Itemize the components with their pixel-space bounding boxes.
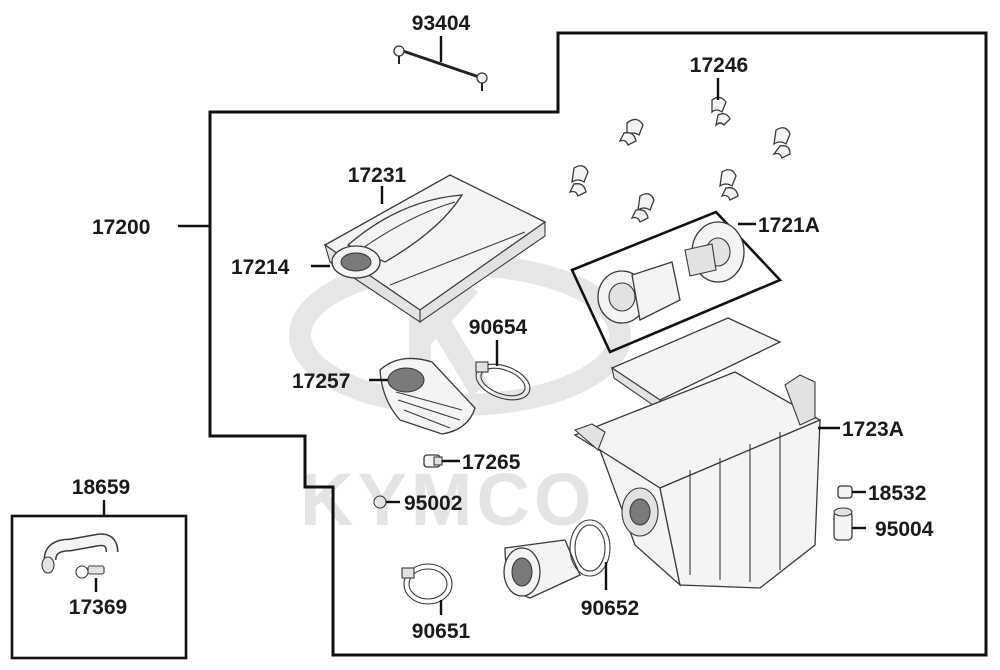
- label-93404: 93404: [412, 12, 471, 35]
- label-17257: 17257: [292, 370, 350, 393]
- part-1723A-airbox-housing: [573, 317, 822, 589]
- part-17257-intake-boot: [379, 357, 476, 435]
- label-18532: 18532: [868, 482, 926, 505]
- part-95004-plug-cap: [833, 507, 853, 541]
- breather-hose-inset-box: [10, 514, 188, 660]
- label-1721A: 1721A: [758, 214, 820, 237]
- label-95002: 95002: [404, 492, 462, 515]
- label-90652: 90652: [581, 597, 639, 620]
- part-18659-breather-hose: [41, 533, 119, 574]
- assembly-boundary: [208, 31, 988, 657]
- part-17231-airbox-cover: [323, 174, 547, 324]
- label-90654: 90654: [469, 316, 528, 339]
- label-17246: 17246: [690, 54, 748, 77]
- label-18659: 18659: [72, 476, 130, 499]
- part-90651-hose-clamp: [401, 563, 453, 605]
- filter-element-callout-box: [570, 210, 783, 354]
- part-90654-hose-clamp: [475, 361, 531, 401]
- label-17231: 17231: [348, 164, 407, 187]
- part-18532-nipple: [837, 485, 853, 499]
- label-17214: 17214: [231, 256, 290, 279]
- watermark-brand-text: KYMCO: [300, 458, 595, 541]
- label-90651: 90651: [412, 620, 471, 643]
- label-1723A: 1723A: [842, 418, 904, 441]
- part-17265-drain-plug: [423, 454, 443, 468]
- part-17214-intake-duct: [331, 245, 381, 279]
- part-17246-clips: [568, 96, 791, 223]
- part-90652-hose-clamp: [569, 519, 611, 577]
- label-17200: 17200: [92, 216, 150, 239]
- part-1721A-filter-element: [597, 221, 745, 324]
- label-17369: 17369: [69, 596, 127, 619]
- part-17369-hose-clip: [75, 565, 105, 579]
- part-93404-bolt-rod: [393, 45, 488, 91]
- part-connecting-tube: [503, 539, 581, 599]
- label-95004: 95004: [875, 518, 934, 541]
- label-17265: 17265: [462, 451, 521, 474]
